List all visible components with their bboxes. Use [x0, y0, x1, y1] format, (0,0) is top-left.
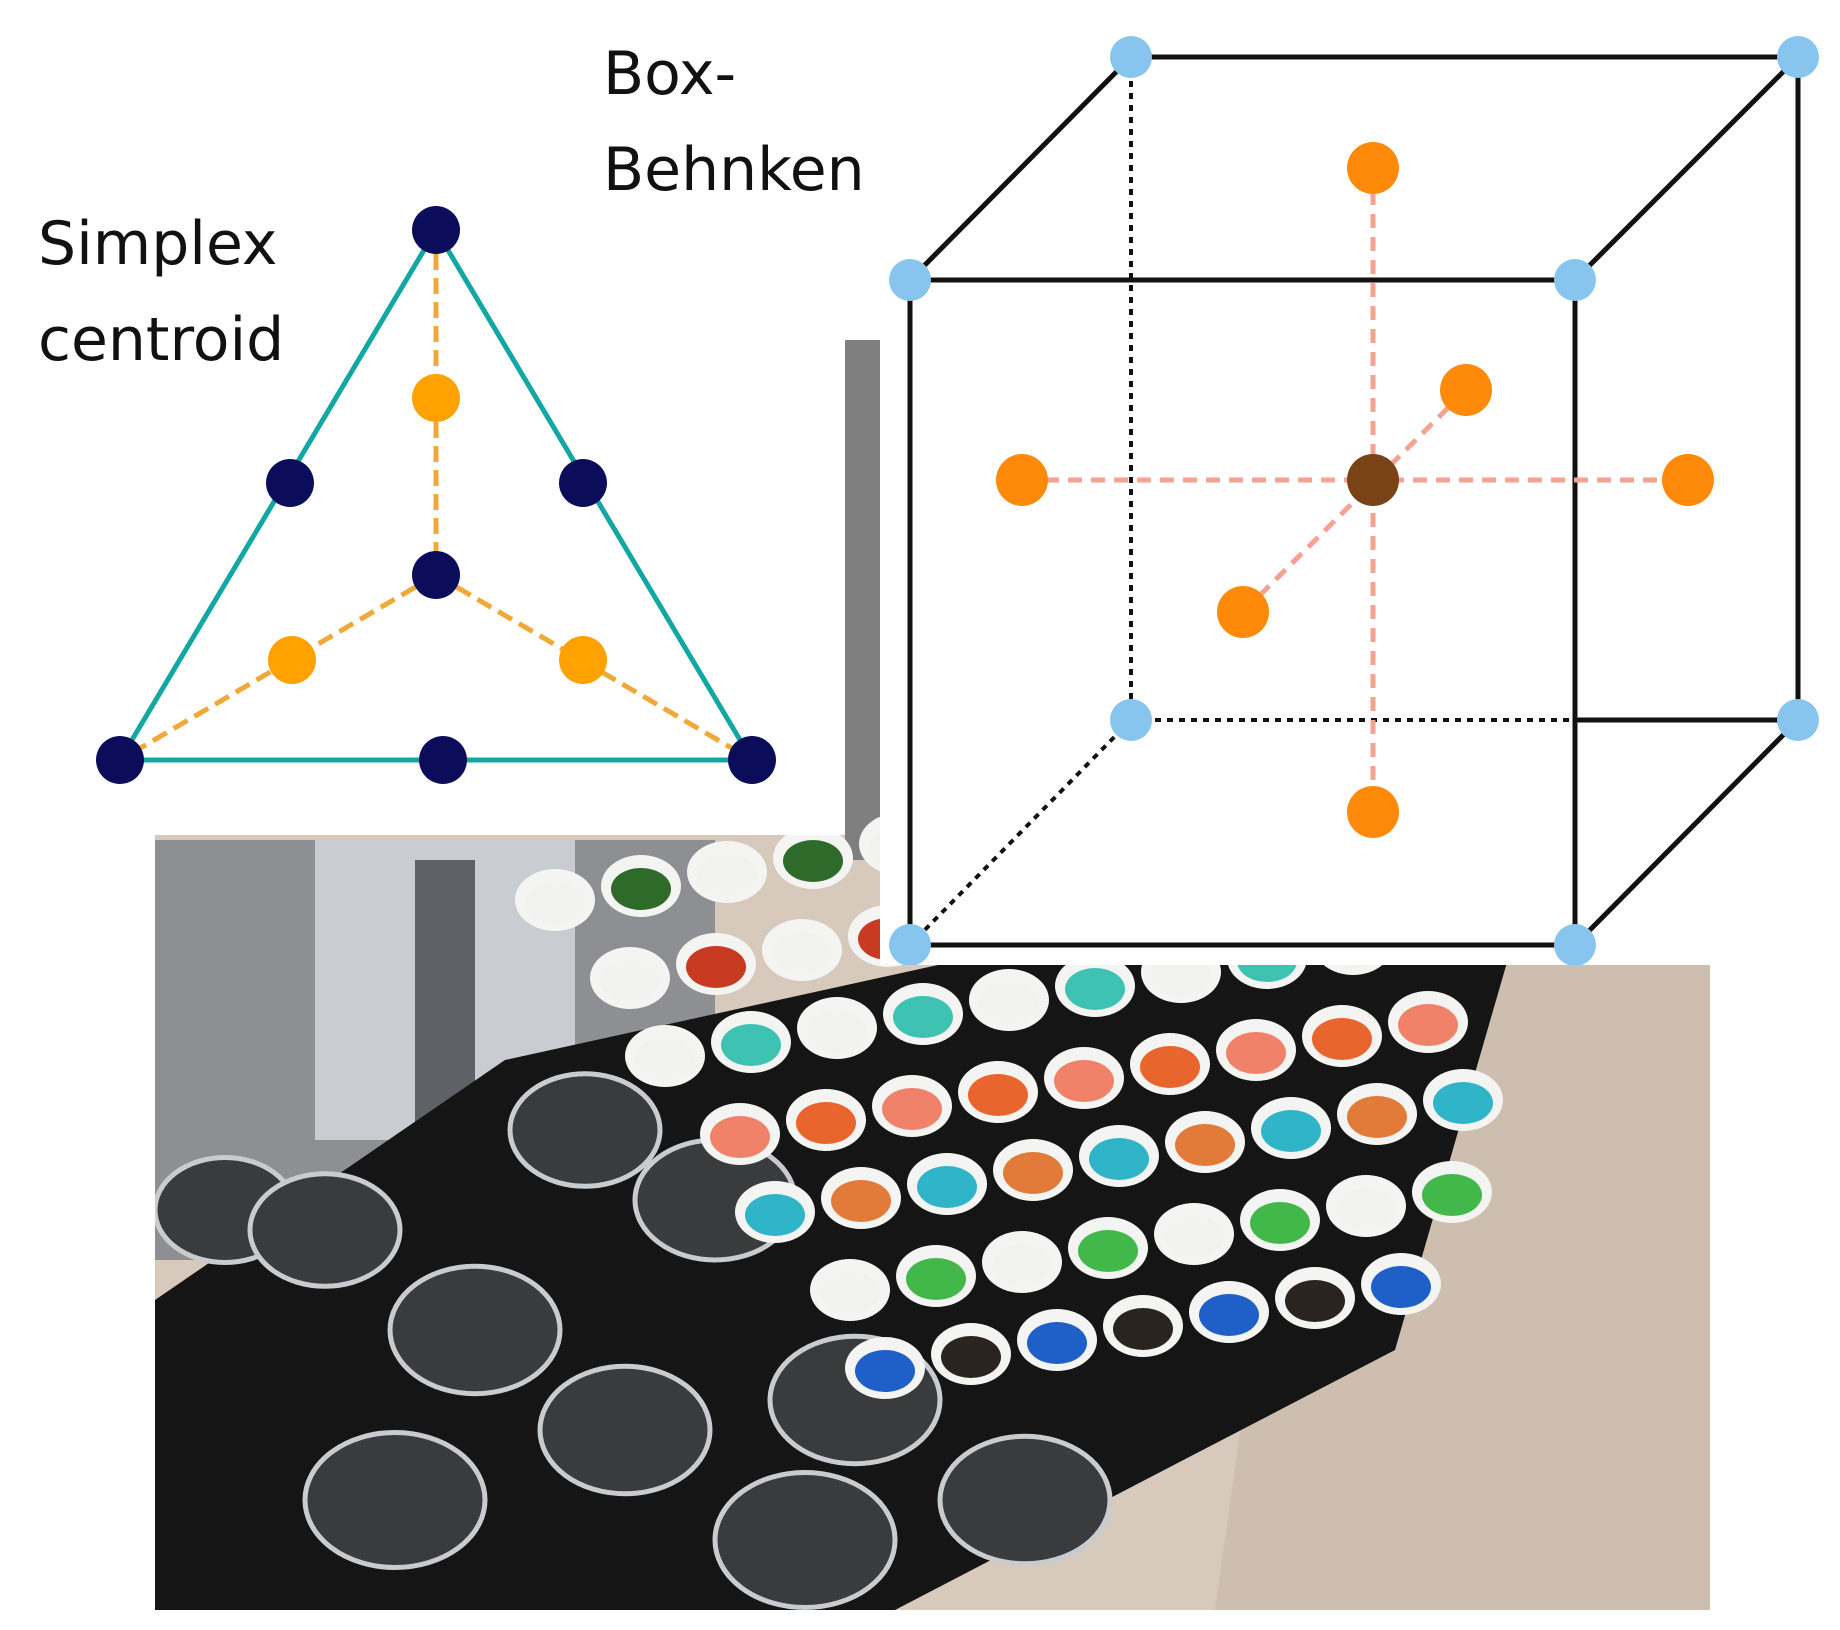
powder-cup [700, 1103, 780, 1165]
box-behnken-title: Box- Behnken [603, 26, 883, 218]
powder-cup [1068, 1217, 1148, 1279]
powder-cup [821, 1167, 901, 1229]
vertex-point [412, 206, 460, 254]
simplex-centroid-title: Simplex centroid [38, 196, 338, 388]
edge-midpoint [419, 736, 467, 784]
powder-cup [1337, 1083, 1417, 1145]
powder-cup [883, 983, 963, 1045]
axial-point [1662, 454, 1714, 506]
box-behnken-panel [880, 0, 1840, 965]
glass-beaker [387, 1263, 563, 1397]
powder-cup [1216, 1019, 1296, 1081]
powder-cup [625, 1025, 705, 1087]
corner-point [1777, 36, 1819, 78]
box-behnken-diagram [889, 36, 1819, 965]
glass-beaker [712, 1470, 898, 1610]
powder-cup [1251, 1097, 1331, 1159]
powder-cup [601, 855, 681, 917]
glass-beaker [302, 1430, 488, 1570]
axial-point [559, 636, 607, 684]
powder-cup [1302, 1005, 1382, 1067]
vertex-point [96, 736, 144, 784]
powder-cup [1412, 1161, 1492, 1223]
powder-cup [896, 1245, 976, 1307]
simplex-vertex-points [96, 206, 776, 784]
glass-beaker [537, 1363, 713, 1497]
corner-point [889, 924, 931, 965]
corner-point [1554, 924, 1596, 965]
powder-cup [872, 1075, 952, 1137]
powder-cup [773, 827, 853, 889]
powder-cup [1130, 1033, 1210, 1095]
powder-cup [676, 933, 756, 995]
corner-point [1110, 699, 1152, 741]
powder-cup [1361, 1253, 1441, 1315]
simplex-title-line-1: Simplex [38, 209, 278, 279]
powder-cup [735, 1181, 815, 1243]
powder-cup [931, 1323, 1011, 1385]
powder-cup [845, 1337, 925, 1399]
powder-cup [982, 1231, 1062, 1293]
powder-cup [1044, 1047, 1124, 1109]
powder-cup [1423, 1069, 1503, 1131]
powder-cup [515, 869, 595, 931]
corner-point [1110, 36, 1152, 78]
powder-cup [1103, 1295, 1183, 1357]
powder-cup [1165, 1111, 1245, 1173]
center-point [1347, 454, 1399, 506]
powder-cup [590, 947, 670, 1009]
axial-point [268, 636, 316, 684]
axial-point [412, 374, 460, 422]
simplex-centroid-diagram [96, 206, 776, 784]
axial-point [996, 454, 1048, 506]
powder-cup [1388, 991, 1468, 1053]
powder-cup [1326, 1175, 1406, 1237]
powder-cup [797, 997, 877, 1059]
simplex-title-line-2: centroid [38, 305, 285, 375]
axial-point [1440, 364, 1492, 416]
powder-cup [711, 1011, 791, 1073]
powder-cup [1154, 1203, 1234, 1265]
glass-beakers [155, 1071, 1113, 1610]
box-behnken-axial-points [996, 142, 1714, 838]
powder-cup [1079, 1125, 1159, 1187]
powder-cup [687, 841, 767, 903]
cube-hidden-edges [908, 57, 1575, 947]
box-title-line-2: Behnken [603, 135, 865, 205]
axial-point [1347, 142, 1399, 194]
glass-beaker [247, 1171, 403, 1289]
powder-cup [1189, 1281, 1269, 1343]
powder-cup [1240, 1189, 1320, 1251]
powder-cup [907, 1153, 987, 1215]
cube-corner-points [889, 36, 1819, 965]
axial-point [1217, 586, 1269, 638]
powder-cup [786, 1089, 866, 1151]
powder-cup [1017, 1309, 1097, 1371]
edge-midpoint [266, 459, 314, 507]
vertex-point [728, 736, 776, 784]
corner-point [889, 259, 931, 301]
centroid-point [412, 551, 460, 599]
powder-cup [762, 919, 842, 981]
box-title-line-1: Box- [603, 39, 737, 109]
corner-point [1554, 259, 1596, 301]
glass-beaker [507, 1071, 663, 1189]
powder-cup [1055, 955, 1135, 1017]
simplex-centroid-panel [0, 0, 845, 835]
powder-cup [969, 969, 1049, 1031]
powder-cup [810, 1259, 890, 1321]
powder-cup [1275, 1267, 1355, 1329]
edge-midpoint [559, 459, 607, 507]
powder-cup [958, 1061, 1038, 1123]
cube-visible-edges [907, 54, 1801, 948]
simplex-axial-points [268, 374, 607, 684]
corner-point [1777, 699, 1819, 741]
powder-cup [993, 1139, 1073, 1201]
glass-beaker [937, 1433, 1113, 1567]
axial-point [1347, 786, 1399, 838]
